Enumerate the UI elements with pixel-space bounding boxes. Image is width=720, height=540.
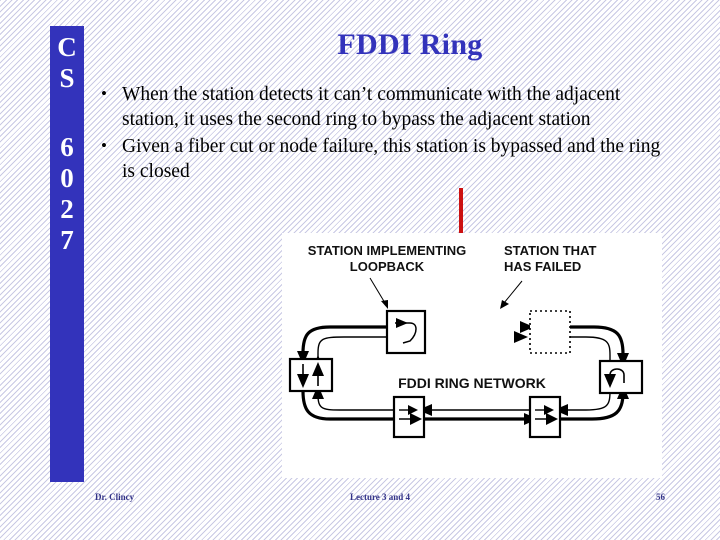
station-bottom-left [392, 395, 426, 439]
sidebar-char-6: 6 [60, 132, 74, 162]
course-sidebar: C S 6 0 2 7 [50, 26, 84, 482]
sidebar-char-7: 7 [60, 225, 74, 255]
outer-ring-path [301, 325, 625, 421]
bullet-item-1: • When the station detects it can’t comm… [96, 82, 668, 132]
footer-page-number: 56 [656, 492, 665, 502]
callout-failed [500, 280, 523, 309]
sidebar-char-s: S [59, 63, 75, 93]
label-failed-line1: STATION THAT [504, 243, 596, 258]
fddi-ring-diagram: STATION IMPLEMENTING LOOPBACK STATION TH… [282, 233, 662, 478]
bullet-item-2: • Given a fiber cut or node failure, thi… [96, 134, 668, 184]
sidebar-char-c: C [57, 32, 77, 62]
sidebar-char-0: 0 [60, 163, 74, 193]
bullet-marker-icon: • [101, 136, 107, 155]
footer-author: Dr. Clincy [95, 492, 135, 502]
station-right [598, 359, 644, 395]
slide-title: FDDI Ring [337, 28, 483, 61]
label-ring-network: FDDI RING NETWORK [398, 375, 546, 391]
label-loopback-line1: STATION IMPLEMENTING [308, 243, 466, 258]
bullet-text-1: When the station detects it can’t commun… [122, 84, 621, 130]
slide-footer: Dr. Clincy Lecture 3 and 4 56 [95, 492, 665, 508]
label-failed-line2: HAS FAILED [504, 259, 581, 274]
station-bottom-right [528, 395, 562, 439]
station-left [288, 357, 334, 393]
station-loopback-top [385, 309, 427, 355]
footer-lecture: Lecture 3 and 4 [349, 492, 411, 502]
sidebar-char-2: 2 [60, 194, 74, 224]
bullet-list: • When the station detects it can’t comm… [96, 82, 668, 186]
station-failed [529, 310, 571, 354]
callout-loopback [369, 277, 388, 309]
bullet-marker-icon: • [101, 84, 107, 103]
bullet-text-2: Given a fiber cut or node failure, this … [122, 136, 661, 182]
label-loopback-line2: LOOPBACK [350, 259, 425, 274]
